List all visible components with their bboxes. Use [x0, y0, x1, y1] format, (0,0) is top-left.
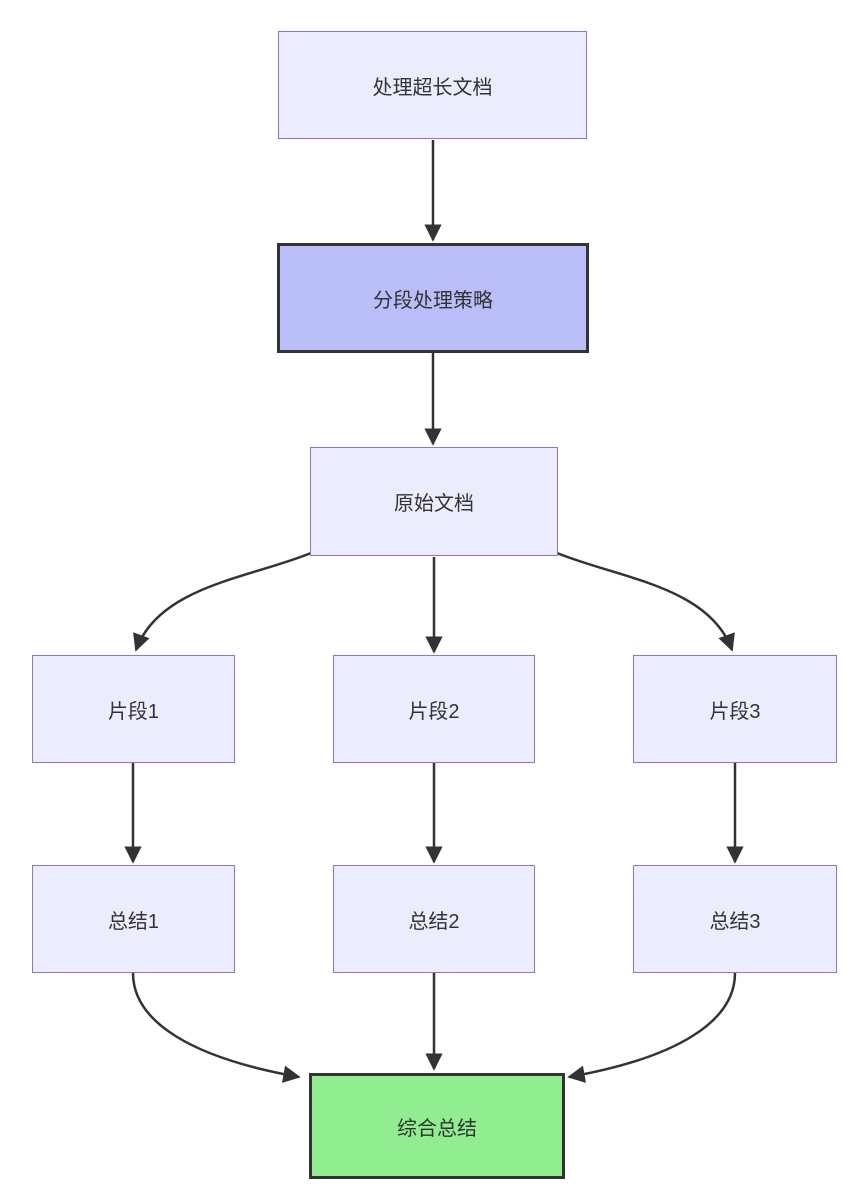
node-segment-strategy: 分段处理策略 [277, 243, 589, 353]
node-summary-2: 总结2 [333, 865, 535, 973]
node-label: 片段3 [709, 700, 761, 723]
node-label: 总结3 [709, 910, 761, 933]
node-fragment-2: 片段2 [333, 655, 535, 763]
node-fragment-1: 片段1 [32, 655, 235, 763]
edge-doc-frag1 [133, 551, 312, 652]
node-label: 原始文档 [394, 493, 474, 515]
node-summary-3: 总结3 [633, 865, 837, 973]
node-final-summary: 综合总结 [309, 1073, 565, 1179]
node-fragment-3: 片段3 [633, 655, 837, 763]
node-original-doc: 原始文档 [310, 447, 558, 556]
edge-doc-frag3 [556, 551, 735, 652]
node-summary-1: 总结1 [32, 865, 235, 973]
node-label: 总结1 [107, 910, 160, 933]
node-label: 片段2 [408, 700, 460, 723]
node-label: 总结2 [408, 910, 460, 933]
edge-sum3-final [567, 972, 737, 1083]
node-label: 处理超长文档 [372, 76, 493, 99]
edge-sum1-final [131, 972, 301, 1083]
node-label: 片段1 [107, 700, 160, 723]
node-label: 综合总结 [397, 1117, 477, 1140]
node-process-long-doc: 处理超长文档 [278, 31, 587, 139]
node-label: 分段处理策略 [373, 289, 493, 312]
